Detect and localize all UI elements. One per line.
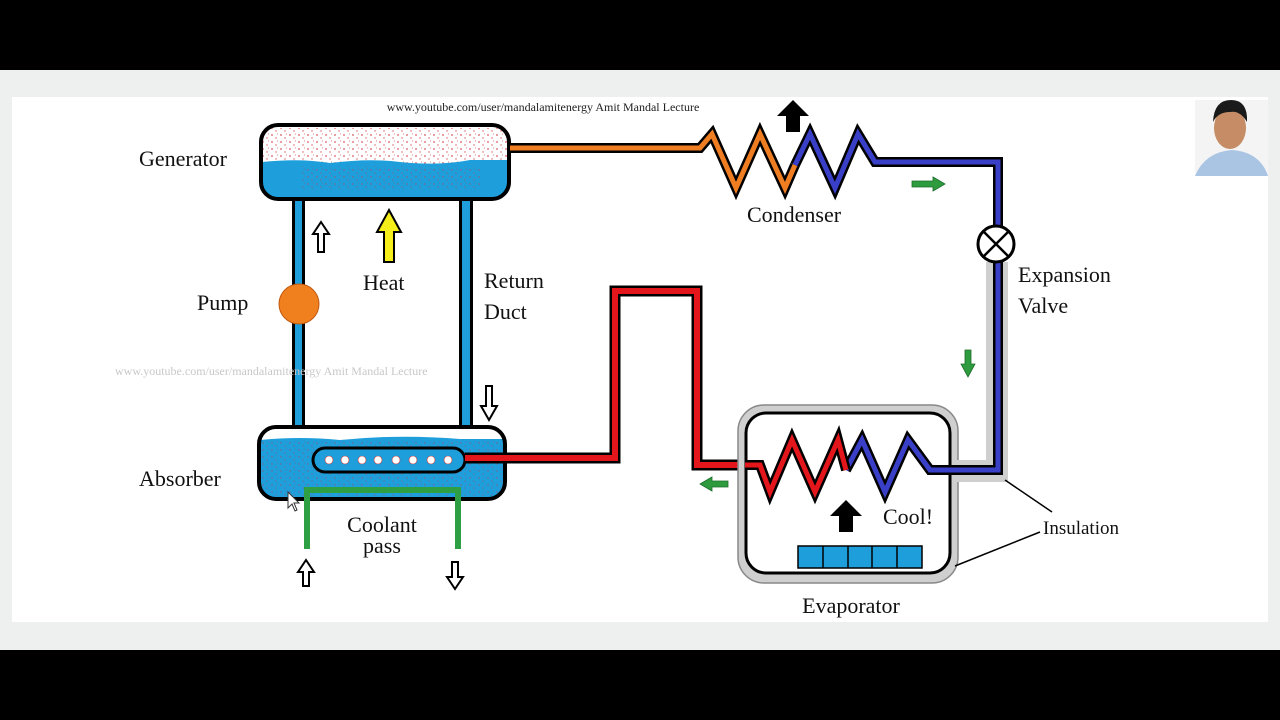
expansion-valve-label-line1: Expansion xyxy=(1018,262,1111,287)
heat-rejection-arrow-icon xyxy=(777,100,809,132)
arrow-up-icon xyxy=(311,220,331,253)
left-pipe xyxy=(292,196,305,456)
coolant-out-arrow-icon xyxy=(445,561,465,591)
return-duct-pipe xyxy=(459,196,473,428)
flow-arrow-down-icon xyxy=(960,349,976,378)
return-duct-label-line1: Return xyxy=(484,268,544,293)
watermark-mid: www.youtube.com/user/mandalamitenergy Am… xyxy=(115,364,428,378)
return-duct-label-line2: Duct xyxy=(484,299,527,324)
coolant-label-line2: pass xyxy=(363,533,401,558)
refrigerant-vapor-pipe xyxy=(465,288,765,468)
evaporator-label: Evaporator xyxy=(802,593,900,618)
absorber-spray-tube xyxy=(311,446,467,474)
expansion-valve-icon xyxy=(976,224,1016,264)
mouse-cursor-icon xyxy=(287,490,301,512)
flow-arrow-left-icon xyxy=(699,476,729,492)
insulation-label: Insulation xyxy=(1043,518,1119,539)
presenter-photo xyxy=(1195,100,1268,176)
cool-label: Cool! xyxy=(883,504,933,529)
arrow-down-icon xyxy=(479,385,499,423)
ice-tray xyxy=(797,545,923,569)
evaporator xyxy=(737,262,1008,584)
heat-arrow-icon xyxy=(375,207,403,263)
insulation-leader xyxy=(954,531,1041,567)
flow-arrow-right-icon xyxy=(911,176,946,192)
watermark-top: www.youtube.com/user/mandalamitenergy Am… xyxy=(387,100,700,114)
insulation-leader xyxy=(1004,479,1053,513)
coolant-label-line1: Coolant xyxy=(347,512,417,537)
pump-icon xyxy=(278,283,320,325)
pump-label: Pump xyxy=(197,290,248,315)
generator-label: Generator xyxy=(139,146,228,171)
heat-absorption-arrow-icon xyxy=(830,500,862,532)
slide-canvas xyxy=(12,97,1268,622)
absorber-label: Absorber xyxy=(139,466,222,491)
coolant-in-arrow-icon xyxy=(296,558,316,587)
heat-label: Heat xyxy=(363,270,405,295)
condenser-label: Condenser xyxy=(747,202,842,227)
coolant-pipe xyxy=(304,487,461,549)
generator-tank xyxy=(259,123,511,201)
expansion-valve-label-line2: Valve xyxy=(1018,293,1068,318)
